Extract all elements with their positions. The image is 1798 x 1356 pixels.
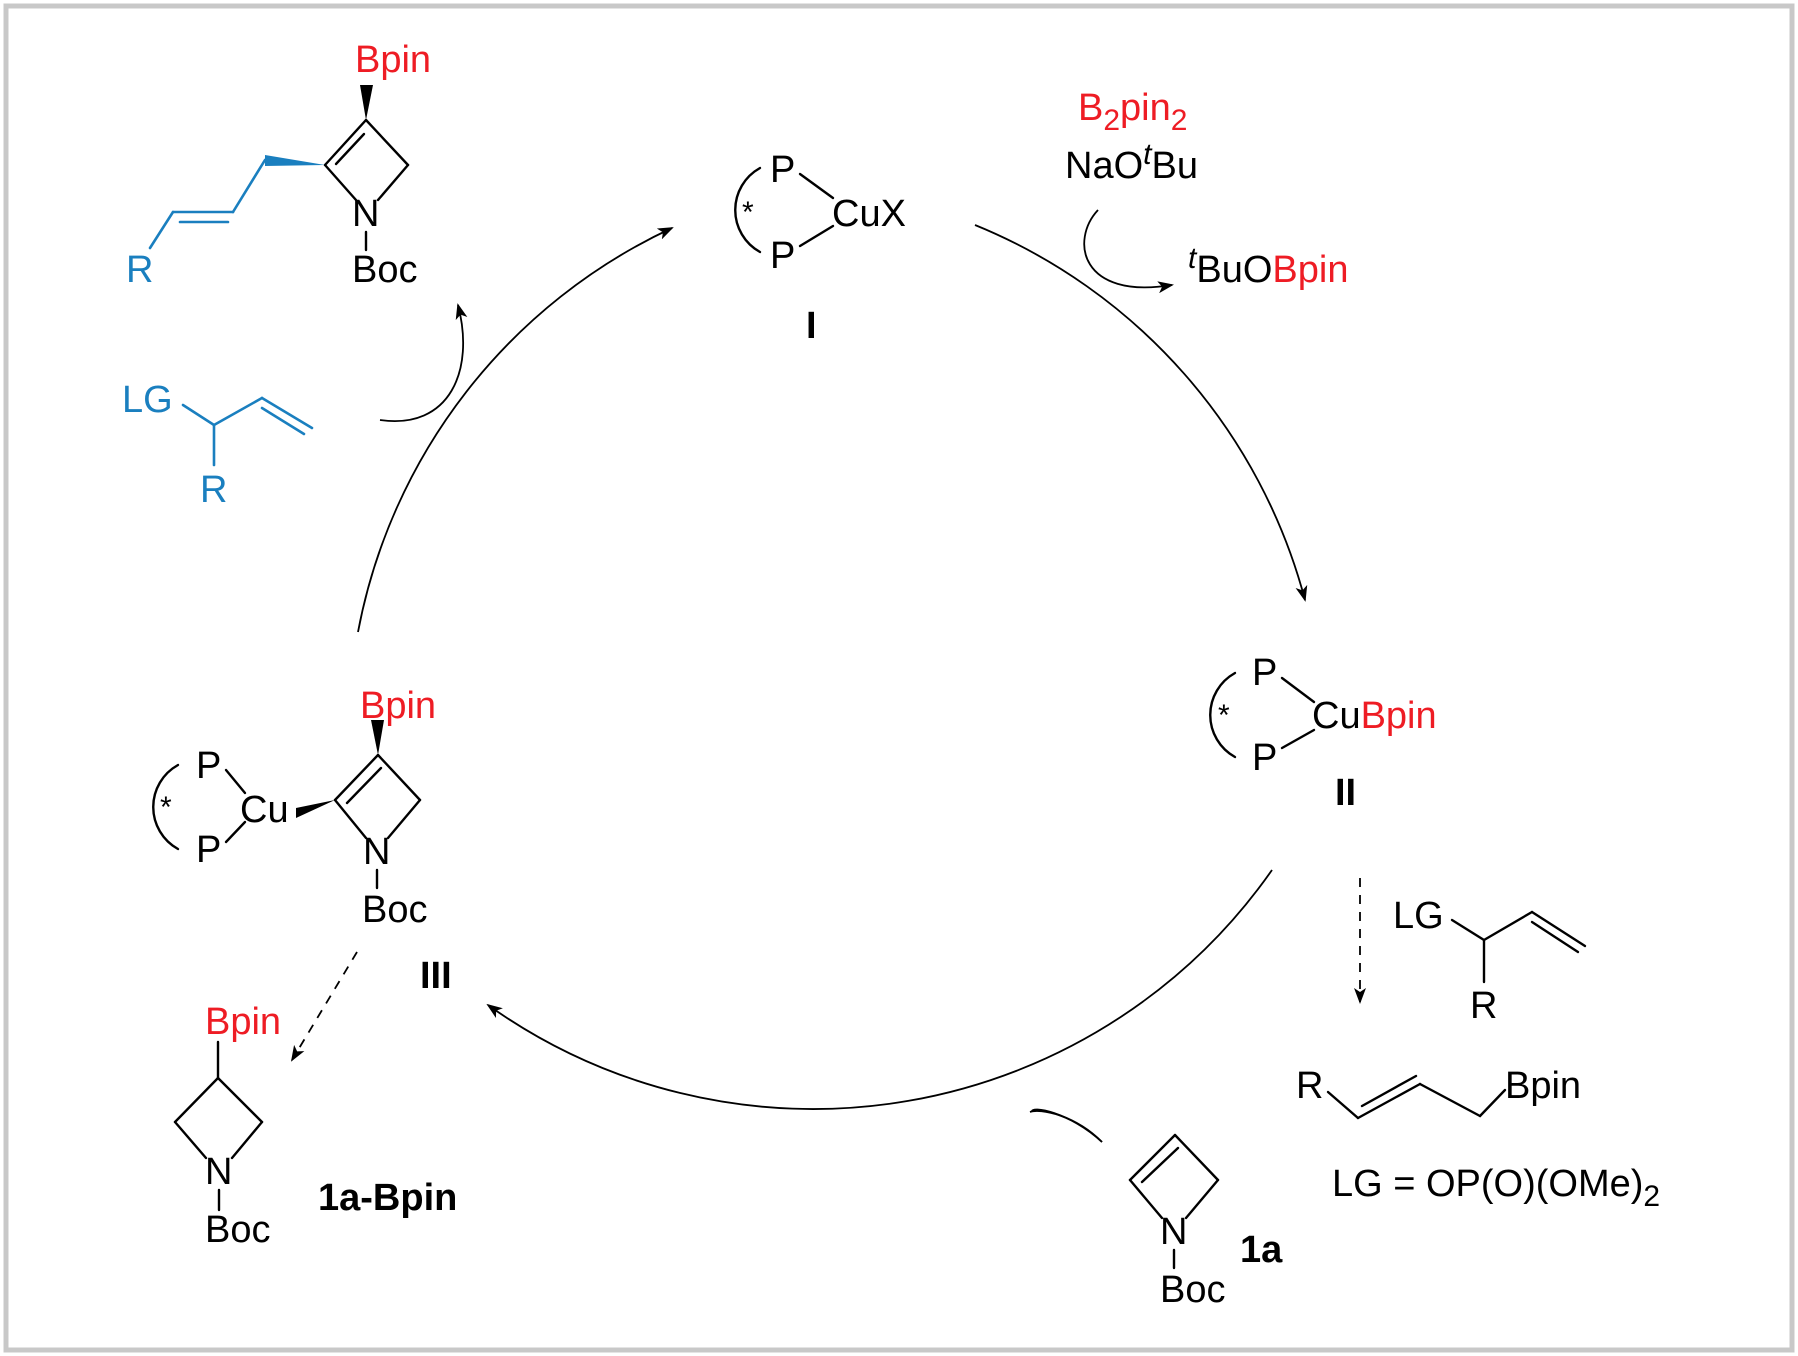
side-product-boryl: Bpin xyxy=(205,1001,281,1043)
svg-text:LG = OP(O)(OMe)2: LG = OP(O)(OMe)2 xyxy=(1332,1163,1660,1213)
product-allyl-azetine: Bpin N Boc R xyxy=(126,39,431,291)
catalyst-II: * P P CuBpin II xyxy=(1209,652,1437,814)
product-boc: Boc xyxy=(352,249,417,291)
allyl-right-lg: LG xyxy=(1393,895,1444,937)
svg-text:CuBpin: CuBpin xyxy=(1312,695,1437,737)
arc-II-to-III xyxy=(486,869,1273,1110)
arc-III-to-I xyxy=(357,227,674,633)
copper-center-III: Cu xyxy=(240,789,289,831)
ligand-arc-I xyxy=(734,166,762,254)
side-product-nitrogen: N xyxy=(205,1151,232,1193)
boc-III: Boc xyxy=(362,889,427,931)
intermediate-III: * P P Cu Bpin N Boc III xyxy=(152,685,452,997)
allyl-left-r: R xyxy=(200,469,227,511)
ligand-arc-II xyxy=(1209,671,1237,759)
azetine-1a: N Boc 1a xyxy=(1128,1133,1283,1311)
azetine-nitrogen: N xyxy=(1160,1211,1187,1253)
phosphorus-bottom-I: P xyxy=(770,235,795,277)
allyl-reagent-left: LG R xyxy=(122,379,314,511)
allyl-boronate-bpin: Bpin xyxy=(1505,1065,1581,1107)
azetine-entry-curve xyxy=(1029,1110,1103,1143)
boryl-III: Bpin xyxy=(360,685,436,727)
ligand-arc-III xyxy=(152,763,180,851)
svg-text:tBuOBpin: tBuOBpin xyxy=(1188,242,1348,291)
allyl-left-lg: LG xyxy=(122,379,173,421)
cycle-arrows xyxy=(290,209,1366,1143)
phosphorus-top-II: P xyxy=(1252,652,1277,694)
chiral-mark-II: * xyxy=(1218,699,1230,732)
product-curve-arrow xyxy=(379,303,468,422)
allyl-boronate-r: R xyxy=(1296,1065,1323,1107)
phosphorus-bottom-III: P xyxy=(196,829,221,871)
chiral-mark-III: * xyxy=(160,791,172,824)
product-boryl: Bpin xyxy=(355,39,431,81)
azetine-boc: Boc xyxy=(1160,1269,1225,1311)
label-I: I xyxy=(806,305,817,347)
allyl-boronate-product: R Bpin xyxy=(1296,1065,1581,1120)
dashed-arrow-protonation xyxy=(290,951,358,1062)
copper-center-I: CuX xyxy=(832,193,906,235)
nitrogen-III: N xyxy=(363,831,390,873)
copper-center-II: Cu xyxy=(1312,695,1361,737)
catalyst-I: * P P CuX I xyxy=(734,149,906,347)
chiral-mark-I: * xyxy=(742,196,754,229)
side-product-1a-Bpin: Bpin N Boc 1a-Bpin xyxy=(173,1001,457,1251)
label-III: III xyxy=(420,955,452,997)
product-nitrogen: N xyxy=(352,193,379,235)
figure-frame xyxy=(3,3,1795,1353)
allyl-reagent-right: LG R xyxy=(1393,895,1587,1027)
allyl-right-r: R xyxy=(1470,985,1497,1027)
side-product-boc: Boc xyxy=(205,1209,270,1251)
product-r-group: R xyxy=(126,249,153,291)
phosphorus-top-I: P xyxy=(770,149,795,191)
label-1a-Bpin: 1a-Bpin xyxy=(318,1177,457,1219)
boryl-II: Bpin xyxy=(1361,695,1437,737)
reagent-B2pin2: B2pin2 xyxy=(1078,87,1187,137)
label-II: II xyxy=(1335,772,1356,814)
label-1a: 1a xyxy=(1240,1229,1283,1271)
byproduct-tBuOBpin: tBuOBpin xyxy=(1188,242,1348,291)
svg-text:NaOtBu: NaOtBu xyxy=(1065,138,1198,187)
leaving-group-definition: LG = OP(O)(OMe)2 xyxy=(1332,1163,1660,1213)
reagent-NaOtBu: NaOtBu xyxy=(1065,138,1198,187)
arc-I-to-II xyxy=(974,224,1308,602)
reagent-curve-arrow xyxy=(1083,209,1174,294)
phosphorus-top-III: P xyxy=(196,745,221,787)
svg-text:B2pin2: B2pin2 xyxy=(1078,87,1187,137)
phosphorus-bottom-II: P xyxy=(1252,737,1277,779)
